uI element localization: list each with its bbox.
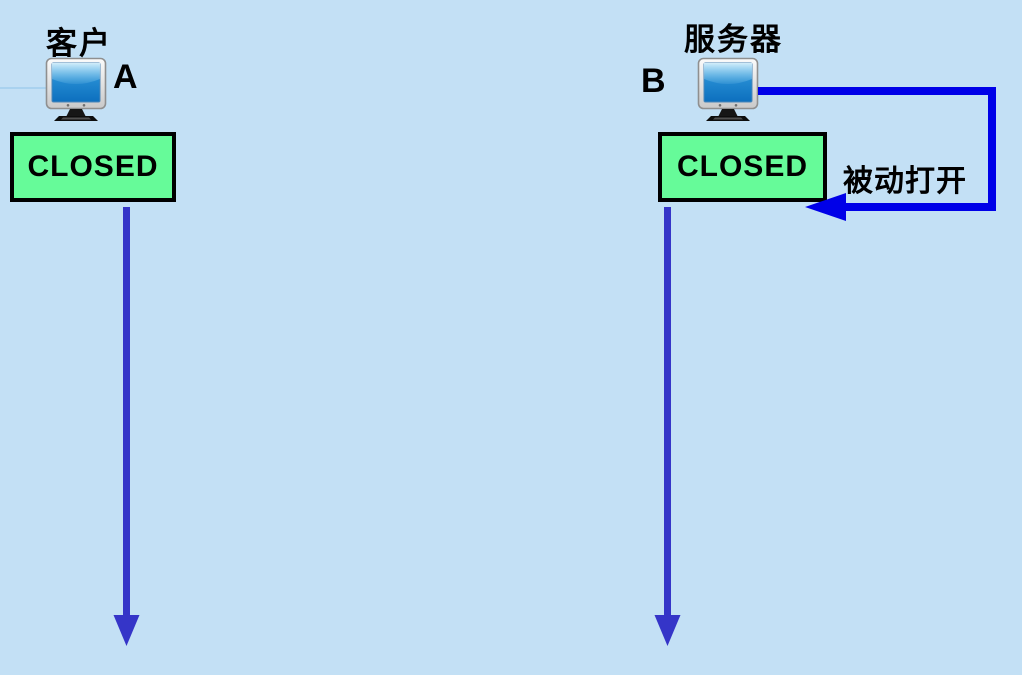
passive-open-label: 被动打开 — [843, 165, 967, 198]
computer-icon — [45, 57, 107, 121]
computer-icon — [697, 57, 759, 121]
client-state-label: CLOSED — [27, 150, 159, 183]
server-host-label: B — [641, 62, 666, 100]
server-timeline-arrow — [654, 207, 681, 646]
client-state-box: CLOSED — [10, 132, 176, 202]
client-host-label: A — [113, 58, 138, 96]
client-timeline-arrow — [113, 207, 140, 646]
client-title: 客户 — [46, 26, 112, 61]
server-state-box: CLOSED — [658, 132, 827, 202]
server-state-label: CLOSED — [676, 150, 808, 183]
network-line-fragment — [0, 87, 46, 89]
server-title: 服务器 — [684, 22, 783, 57]
